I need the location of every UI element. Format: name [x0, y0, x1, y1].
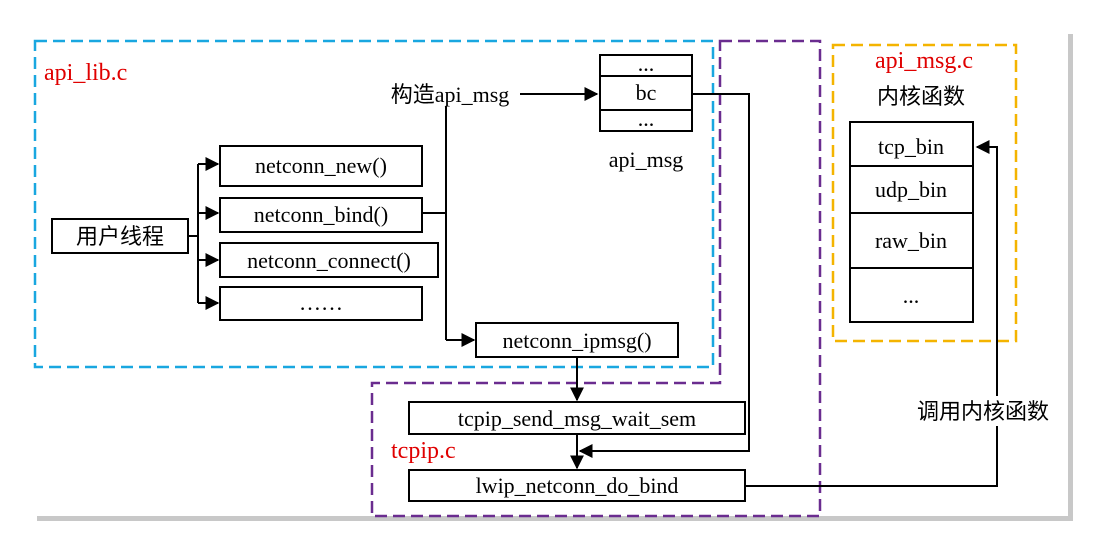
user-thread-label: 用户线程 [76, 224, 164, 249]
netconn-ipmsg-box [475, 322, 679, 358]
netconn-bind-label: netconn_bind() [254, 202, 388, 227]
netconn-new-label: netconn_new() [255, 153, 387, 178]
netconn-connect-label: netconn_connect() [247, 248, 411, 273]
api-lib-label: api_lib.c [44, 60, 127, 86]
construct-api-msg-label: 构造api_msg [391, 82, 510, 107]
kernel-row-udp: udp_bin [875, 177, 947, 202]
kernel-row-raw: raw_bin [875, 228, 947, 253]
api-msg-struct [599, 54, 693, 132]
do-bind-box [408, 469, 746, 502]
api-msg-file-label: api_msg.c [875, 48, 973, 74]
call-label-bg [902, 396, 1066, 426]
api-msg-row-bottom: ... [638, 106, 655, 131]
send-wait-box [408, 401, 746, 435]
call-kernel-label: 调用内核函数 [917, 399, 1049, 424]
region-tcpip [370, 39, 822, 518]
netconn-new-box [219, 145, 423, 187]
kernel-title: 内核函数 [877, 84, 965, 109]
netconn-connect-box [219, 242, 439, 278]
bc-to-wait-line [578, 93, 750, 458]
region-api-lib [33, 39, 715, 369]
api-msg-caption: api_msg [609, 147, 684, 172]
netconn-ipmsg-label: netconn_ipmsg() [502, 328, 651, 353]
region-api-msg [831, 43, 1018, 343]
do-bind-label: lwip_netconn_do_bind [476, 473, 679, 498]
tcpip-label: tcpip.c [391, 438, 456, 464]
kernel-row-more: ... [903, 283, 920, 308]
more-functions-label: …… [299, 290, 343, 315]
more-functions-box [219, 286, 423, 321]
api-msg-row-top: ... [638, 51, 655, 76]
kernel-row-tcp: tcp_bin [878, 134, 944, 159]
user-thread-box [51, 218, 189, 254]
kernel-table [849, 121, 974, 323]
send-wait-label: tcpip_send_msg_wait_sem [458, 406, 696, 431]
do-bind-to-kernel-line [745, 140, 998, 487]
netconn-bind-box [219, 197, 423, 233]
api-msg-row-bc: bc [636, 80, 657, 105]
